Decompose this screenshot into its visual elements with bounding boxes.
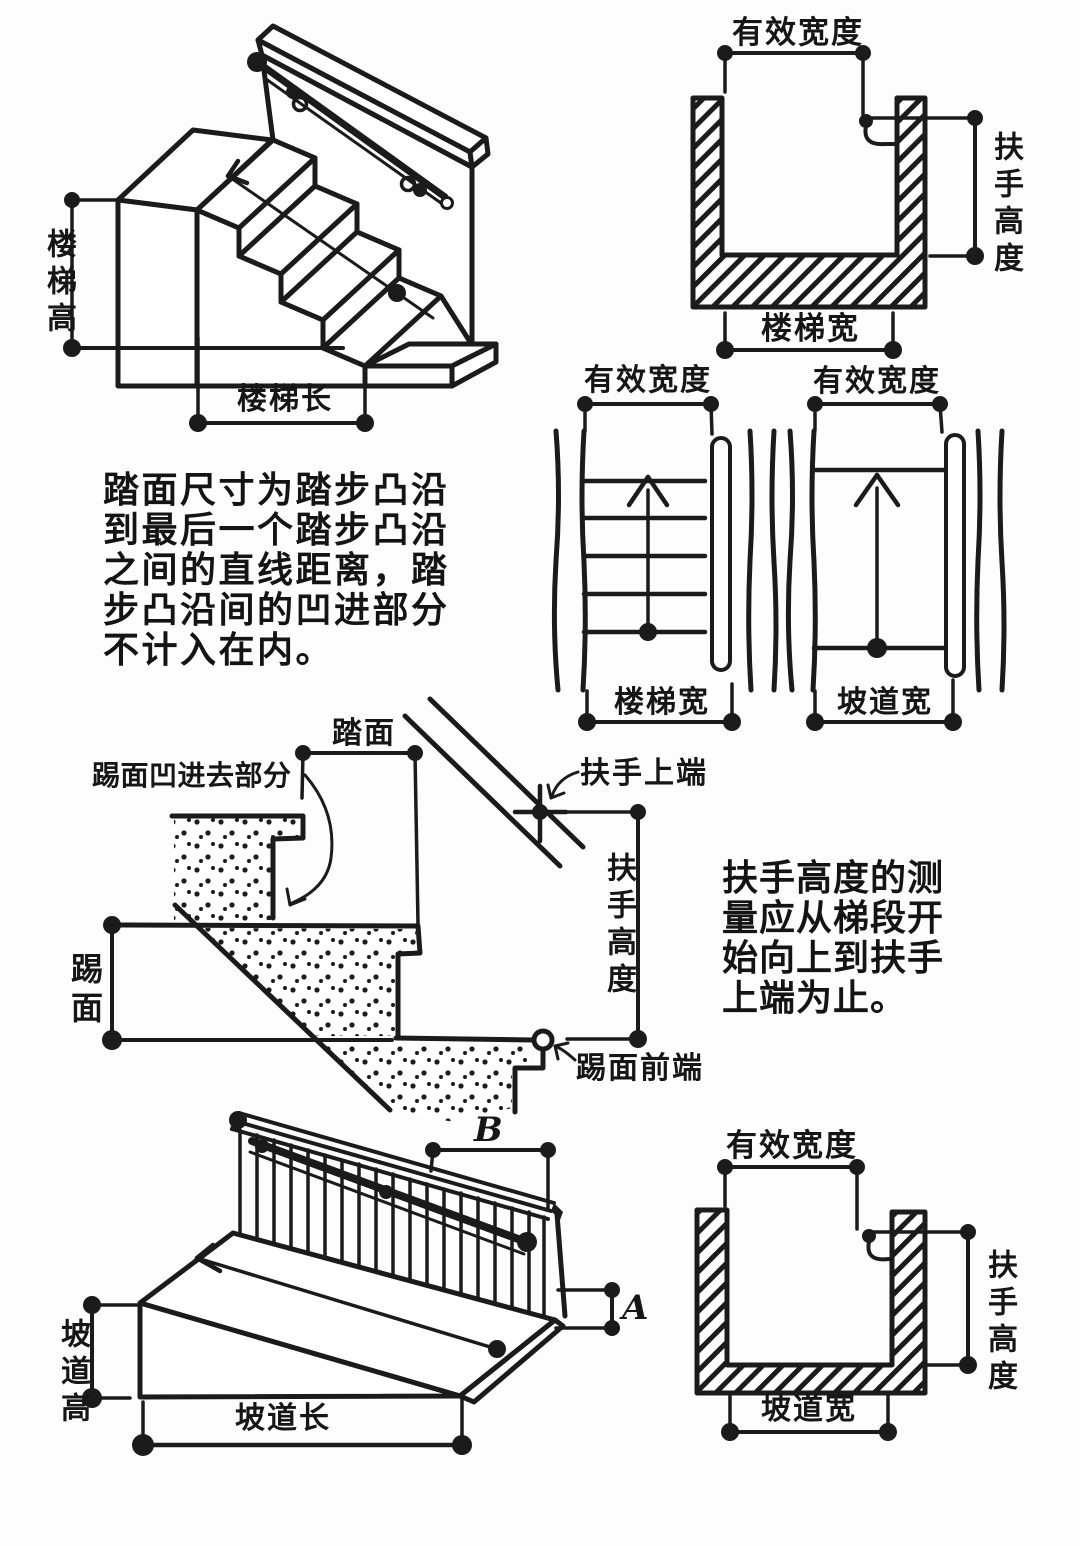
- ramp-height-dim: [82, 1296, 140, 1408]
- ramp-section-handrail-dim: [867, 1224, 977, 1374]
- ramp-b-dim: [425, 1142, 556, 1212]
- detail-recess-label: 踢面凹进去部分: [92, 760, 292, 791]
- riser-dim: [102, 916, 122, 1050]
- stair-section-handrail-label: 扶手高度: [989, 131, 1022, 279]
- ramp-section-width-label: 坡道宽: [761, 1393, 857, 1426]
- ramp-plan-art: [785, 396, 1007, 731]
- handrail-top-mark: [512, 783, 569, 844]
- ramp-plan-effwidth-dim: [807, 396, 948, 434]
- ramp-plan-direction-arrow: [853, 472, 901, 658]
- stair-section-effwidth-dim: [717, 45, 871, 116]
- detail-handrail-height-dim: [564, 804, 647, 1048]
- stair-length-label: 楼梯长: [237, 383, 333, 416]
- handrail-top-pointer: [546, 770, 580, 800]
- ramp-section-effwidth-dim: [717, 1159, 865, 1231]
- tread-detail-art: [102, 696, 647, 1122]
- recess-pointer-arrow: [285, 773, 334, 907]
- ramp-a-dim: [554, 1282, 620, 1336]
- ramp-3d-art: [82, 1111, 620, 1456]
- riser-front-marker: [531, 1028, 577, 1062]
- detail-riser-front-label: 踢面前端: [576, 1052, 704, 1085]
- ramp-dim-b-label: B: [474, 1110, 503, 1150]
- detail-riser-label: 踢面: [67, 952, 103, 1030]
- stair-section-width-label: 楼梯宽: [761, 311, 860, 346]
- stair-plan-direction-arrow: [626, 474, 670, 641]
- ramp-length-dim: [132, 1396, 472, 1456]
- stair-direction-arrow: [225, 158, 435, 320]
- stair-section-handrail-dim: [864, 110, 984, 265]
- stair-3d-art: [63, 23, 499, 432]
- ramp-dim-a-label: A: [622, 1288, 649, 1328]
- stair-plan-effwidth-label: 有效宽度: [584, 364, 712, 397]
- stair-section-art: [690, 45, 984, 359]
- ramp-plan-effwidth-label: 有效宽度: [813, 365, 941, 398]
- handrail-note-text: 扶手高度的测 量应从梯段开 始向上到扶手 上端为止。: [722, 857, 945, 1018]
- stair-height-dim: [63, 192, 345, 357]
- stair-height-label: 楼梯高: [42, 228, 75, 339]
- ramp-section-width-dim: [721, 1394, 897, 1441]
- ramp-plan-width-dim: [806, 678, 962, 731]
- stair-section-effwidth-label: 有效宽度: [732, 15, 864, 50]
- detail-handrail-top-label: 扶手上端: [580, 757, 708, 790]
- ramp-plan-width-label: 坡道宽: [837, 686, 933, 719]
- stair-section-width-dim: [716, 311, 902, 359]
- detail-handrail-height-label: 扶手高度: [602, 852, 635, 1000]
- stair-plan-art: [551, 396, 779, 731]
- stair-plan-width-dim: [578, 682, 741, 731]
- tread-dim: [295, 745, 423, 926]
- ramp-section-effwidth-label: 有效宽度: [726, 1128, 858, 1163]
- tread-note-text: 踏面尺寸为踏步凸沿 到最后一个踏步凸沿 之间的直线距离，踏 步凸沿间的凹进部分 …: [103, 469, 450, 670]
- ramp-direction-arrow: [194, 1242, 506, 1358]
- ramp-height-label: 坡道高: [56, 1318, 89, 1429]
- ramp-length-label: 坡道长: [235, 1402, 331, 1435]
- stair-length-dim: [189, 336, 374, 432]
- detail-tread-label: 踏面: [332, 717, 396, 750]
- ramp-section-handrail-label: 扶手高度: [983, 1249, 1016, 1397]
- ramp-section-art: [694, 1159, 977, 1441]
- stair-plan-effwidth-dim: [577, 396, 719, 436]
- stair-plan-width-label: 楼梯宽: [614, 686, 710, 719]
